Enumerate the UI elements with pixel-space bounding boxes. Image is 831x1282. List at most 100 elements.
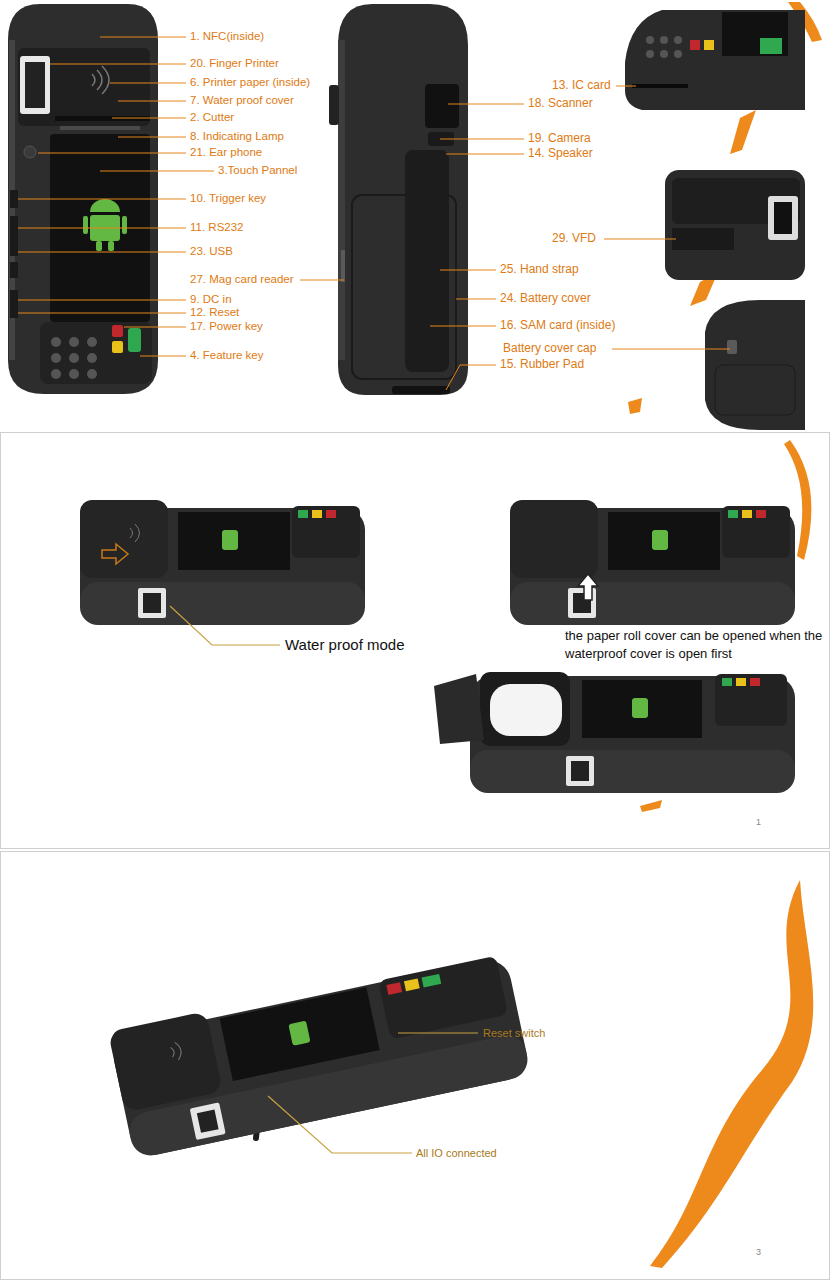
part-callout: 23. USB [190,245,233,258]
terminal-front-part [10,290,18,318]
terminal-front-part [122,216,127,234]
part-callout: 8. Indicating Lamp [190,130,284,143]
leader-line-part [398,1032,478,1033]
leader-line-part [18,252,186,253]
ic-card-inset-part [704,40,714,50]
orange-swoosh-part [628,398,642,414]
ic-card-inset-part [632,84,688,88]
step-note: the paper roll cover can be opened when … [565,627,827,665]
terminal-front-part-part [69,337,79,347]
terminal-waterproof-part [292,506,360,558]
terminal-front-part [25,62,45,108]
terminal-front-part [20,56,50,114]
part-callout: 10. Trigger key [190,192,266,205]
leader-line-part [18,300,186,301]
battery-cap-inset [705,300,805,430]
part-callout: 3.Touch Pannel [218,164,297,177]
orange-swoosh-part [650,880,813,1268]
leader-line-part [440,270,496,271]
orange-swoosh-part [730,110,756,154]
terminal-paper-roll-part [566,756,594,786]
vfd-inset [665,170,805,280]
terminal-front-part [83,216,88,234]
terminal-io-part [190,1102,226,1140]
terminal-back-part [425,84,459,128]
leader-line-part [268,1096,412,1153]
battery-cap-inset-part [705,300,805,430]
leader-line-part [100,37,186,38]
part-callout: 6. Printer paper (inside) [190,76,310,89]
terminal-cover-open-part [510,582,795,625]
terminal-front-part [10,262,18,278]
part-callout: 18. Scanner [528,97,593,111]
vfd-inset-part [672,228,734,250]
terminal-front-part-part [87,337,97,347]
terminal-io-part [404,978,420,991]
leader-line-part [18,199,186,200]
terminal-waterproof-part [138,588,166,618]
terminal-cover-open-part [510,500,598,578]
terminal-front-part [10,216,18,256]
leader-line-part [112,118,186,119]
leader-line-part [612,349,730,350]
ic-card-inset-part-part [674,50,682,58]
terminal-front-part [60,126,140,130]
terminal-cover-open-part [652,530,668,550]
terminal-io-part [386,982,402,995]
part-callout: 25. Hand strap [500,263,579,277]
battery-cap-inset-part [715,365,795,415]
terminal-front-part-part [51,337,61,347]
leader-line-part [18,313,186,314]
terminal-paper-roll-part [736,678,746,686]
terminal-front-part-part [51,369,61,379]
terminal-waterproof-part [80,500,168,578]
leader-line-part [616,86,636,87]
terminal-waterproof-part [326,510,336,518]
terminal-front-part [40,322,152,384]
step-note: Water proof mode [285,636,405,653]
terminal-back [329,4,468,395]
ic-card-inset-part-part [674,36,682,44]
terminal-paper-roll-part [722,678,732,686]
callout-label: Reset switch [483,1027,545,1040]
part-callout: 19. Camera [528,132,591,146]
terminal-paper-roll-part [715,674,787,726]
terminal-front-part [24,146,36,158]
leader-line-part [446,365,496,390]
panel-frame [1,433,830,1280]
part-callout: 11. RS232 [190,221,244,234]
leader-line-part [110,83,186,84]
terminal-waterproof-part [222,530,238,550]
ic-card-inset-part [646,36,682,58]
panel-frame-part [1,852,830,1280]
leader-line-part [446,154,524,155]
callout-label: All IO connected [416,1147,497,1160]
terminal-io-part [422,974,442,988]
vfd-inset-part [768,196,798,240]
terminal-back-part [338,40,345,360]
terminal-io [108,948,531,1159]
vfd-inset-part [774,202,792,234]
terminal-cover-open-part [742,510,752,518]
leader-line-part [100,171,214,172]
page-number: 1 [756,817,761,827]
leader-line-part [456,299,496,300]
terminal-front-part-part [69,369,79,379]
terminal-front-part-part [87,369,97,379]
leader-line-part [50,64,186,65]
terminal-back-part [392,386,450,394]
terminal-waterproof-part [312,510,322,518]
leader-line-part [170,606,280,645]
terminal-front-part [92,66,109,94]
leader-line-part [440,139,524,140]
leader-line-part [18,228,186,229]
panel-frame-part [1,433,830,849]
terminal-front-part-part [69,353,79,363]
terminal-waterproof-part [102,544,128,564]
terminal-back-part [341,250,345,282]
terminal-back-part [405,150,449,372]
leader-line-part [604,239,676,240]
ic-card-inset-part [625,10,805,110]
leader-line-part [118,101,186,102]
